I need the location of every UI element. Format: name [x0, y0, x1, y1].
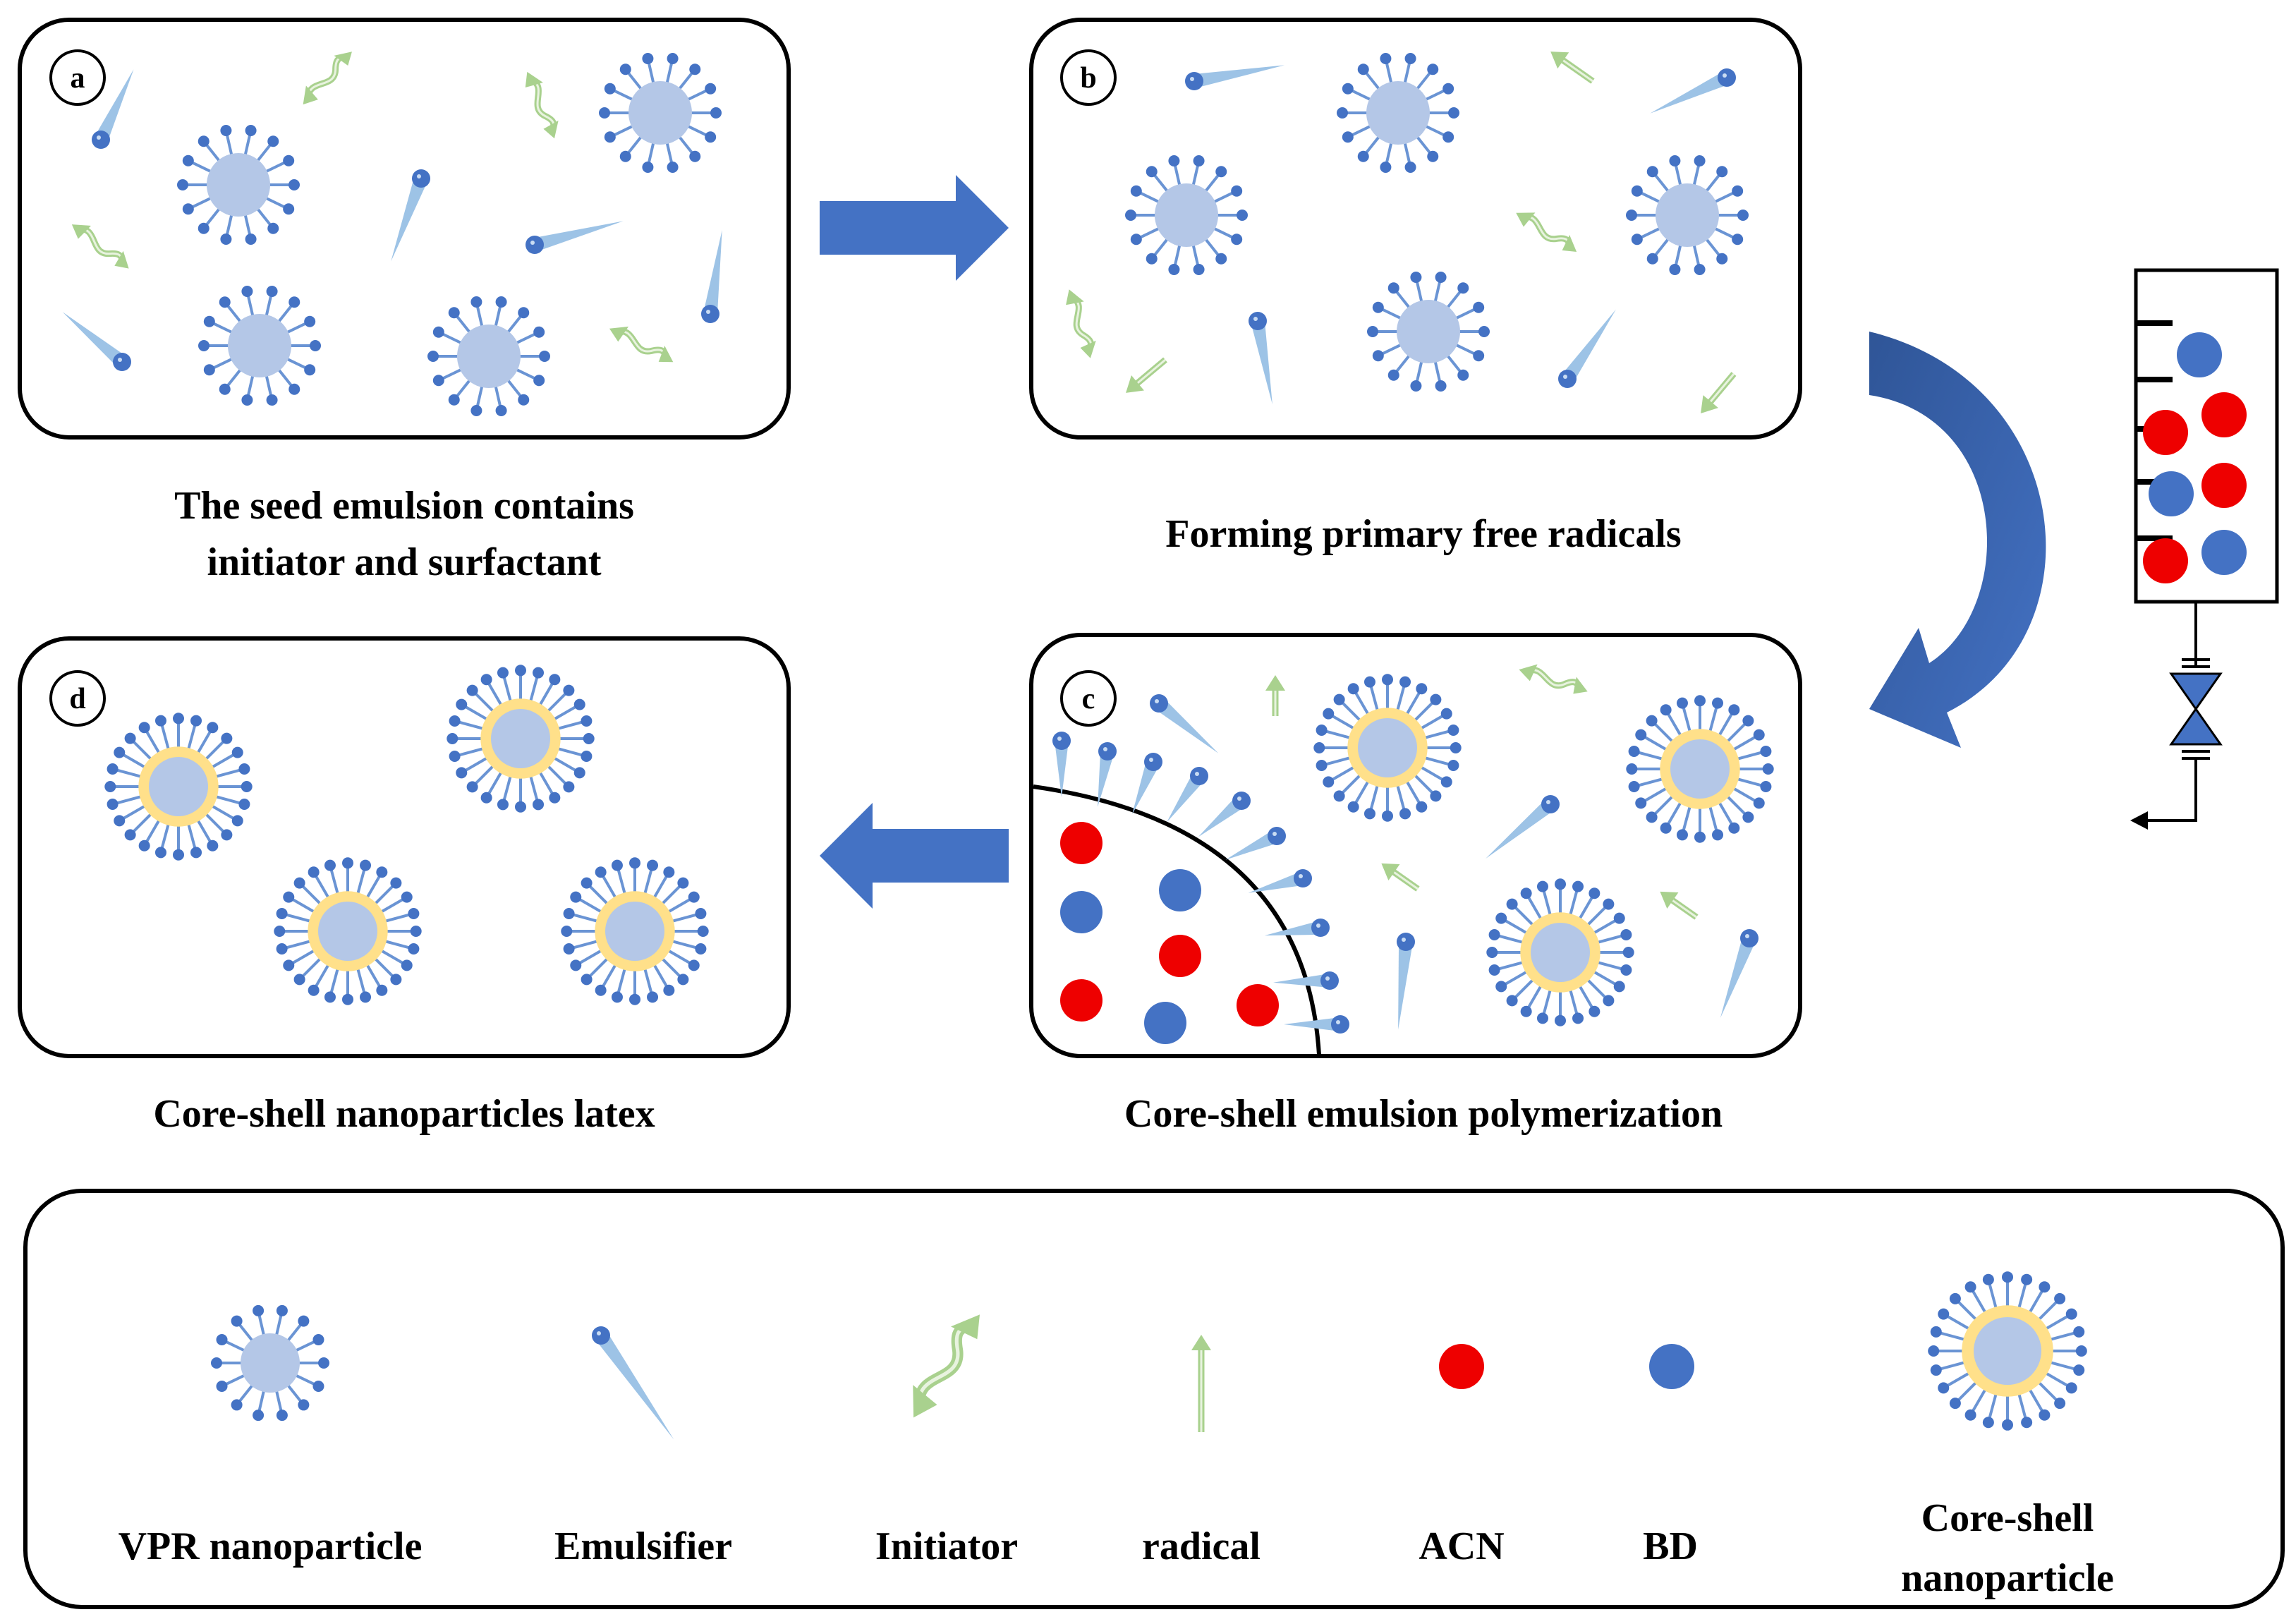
emulsifier [1249, 312, 1272, 405]
emulsifier [391, 169, 430, 262]
emulsifier [62, 312, 131, 371]
legend-label-radical: radical [1142, 1525, 1261, 1568]
acn-monomer [1159, 935, 1201, 977]
panel-c-frame [1029, 633, 1802, 1058]
core-shell-nanoparticle [274, 857, 422, 1005]
vpr-nanoparticle [427, 296, 550, 417]
panel-a-label: a [49, 49, 106, 106]
svg-text:c: c [1082, 683, 1095, 715]
boundary-emulsifier [1264, 919, 1330, 937]
initiator [1066, 289, 1096, 358]
panel-d-label: d [49, 670, 106, 727]
panel-a-caption-line1: The seed emulsion contains [174, 484, 634, 528]
svg-text:d: d [69, 683, 85, 715]
bd-monomer [1144, 1002, 1186, 1044]
particle-phase-boundary [1033, 784, 1321, 1055]
vpr-nanoparticle [599, 52, 722, 174]
bd-monomer [1159, 869, 1201, 911]
emulsifier [1650, 68, 1736, 114]
svg-text:a: a [71, 62, 85, 95]
arrow-b-to-c-curved [1869, 332, 2046, 748]
emulsifier [701, 230, 722, 323]
vpr-nanoparticle [198, 285, 321, 406]
core-shell-nanoparticle [104, 713, 253, 861]
vpr-nanoparticle [1626, 154, 1749, 276]
initiator-icon [913, 1314, 980, 1418]
legend-label-acn: ACN [1419, 1525, 1504, 1568]
acn-monomer [1060, 979, 1103, 1022]
boundary-emulsifier [1052, 732, 1071, 797]
radical-icon [1191, 1335, 1211, 1432]
initiator [71, 224, 129, 269]
boundary-emulsifier [1198, 792, 1251, 837]
emulsifier [526, 221, 624, 254]
bd-monomer [1060, 891, 1103, 933]
initiator [1516, 212, 1577, 253]
vpr-nanoparticle [1337, 52, 1459, 174]
legend-label-emulsifier: Emulsifier [554, 1525, 732, 1568]
arrow-a-to-b [820, 175, 1009, 281]
initiator [303, 51, 352, 105]
radical [1126, 357, 1167, 393]
panel-d-frame [18, 636, 791, 1058]
radical [1550, 51, 1595, 84]
boundary-emulsifier [1273, 971, 1339, 990]
initiator [609, 326, 674, 363]
bd-icon [1649, 1344, 1694, 1389]
vpr-nanoparticle-icon [211, 1304, 329, 1422]
core-shell-nanoparticle [1626, 695, 1774, 843]
vpr-nanoparticle [177, 124, 300, 246]
legend-label-initiator: Initiator [875, 1525, 1018, 1568]
vpr-nanoparticle [1367, 271, 1490, 392]
panel-c-caption: Core-shell emulsion polymerization [1124, 1092, 1723, 1136]
boundary-emulsifier [1132, 753, 1162, 815]
arrow-c-to-d [820, 803, 1009, 909]
emulsifier [1397, 933, 1415, 1030]
panel-a-caption-line2: initiator and surfactant [207, 540, 602, 584]
radical [1660, 891, 1699, 920]
panel-c-label: c [1060, 670, 1117, 727]
panel-b-label: b [1060, 49, 1117, 106]
legend-label-core-shell-line2: nanoparticle [1901, 1556, 2114, 1600]
initiator [1519, 664, 1588, 694]
panel-b-frame [1029, 18, 1802, 440]
emulsifier [92, 69, 134, 149]
radical [1381, 863, 1420, 892]
boundary-emulsifier [1098, 742, 1117, 807]
radical [1265, 675, 1285, 716]
acn-monomer [1060, 822, 1103, 864]
boundary-emulsifier [1225, 827, 1286, 860]
legend-label-core-shell-line1: Core-shell [1921, 1496, 2094, 1540]
emulsifier [1720, 929, 1759, 1018]
vpr-nanoparticle [1125, 154, 1248, 276]
boundary-emulsifier [1248, 869, 1312, 893]
emulsifier [1150, 694, 1219, 753]
acn-icon [1439, 1344, 1484, 1389]
core-shell-nanoparticle [447, 665, 595, 813]
acn-monomer [1237, 984, 1279, 1026]
panel-a-frame [18, 18, 791, 440]
legend-frame [23, 1189, 2285, 1609]
emulsifier [1486, 795, 1560, 859]
panel-d-caption: Core-shell nanoparticles latex [153, 1092, 655, 1136]
emulsifier-icon [592, 1326, 674, 1440]
panel-b-caption: Forming primary free radicals [1165, 512, 1681, 556]
core-shell-nanoparticle [1313, 674, 1462, 822]
core-shell-nanoparticle [1486, 878, 1634, 1026]
monomer-feed-vessel [2130, 268, 2279, 830]
legend-label-vpr: VPR nanoparticle [119, 1525, 423, 1568]
boundary-emulsifier [1284, 1015, 1349, 1034]
emulsifier [1185, 65, 1285, 90]
boundary-emulsifier [1167, 767, 1208, 823]
initiator [525, 71, 559, 139]
emulsifier [1558, 309, 1616, 388]
svg-text:b: b [1080, 62, 1096, 95]
radical [1701, 372, 1737, 413]
legend-label-bd: BD [1643, 1525, 1698, 1568]
core-shell-nanoparticle [561, 857, 709, 1005]
core-shell-nanoparticle-icon [1928, 1271, 2087, 1431]
